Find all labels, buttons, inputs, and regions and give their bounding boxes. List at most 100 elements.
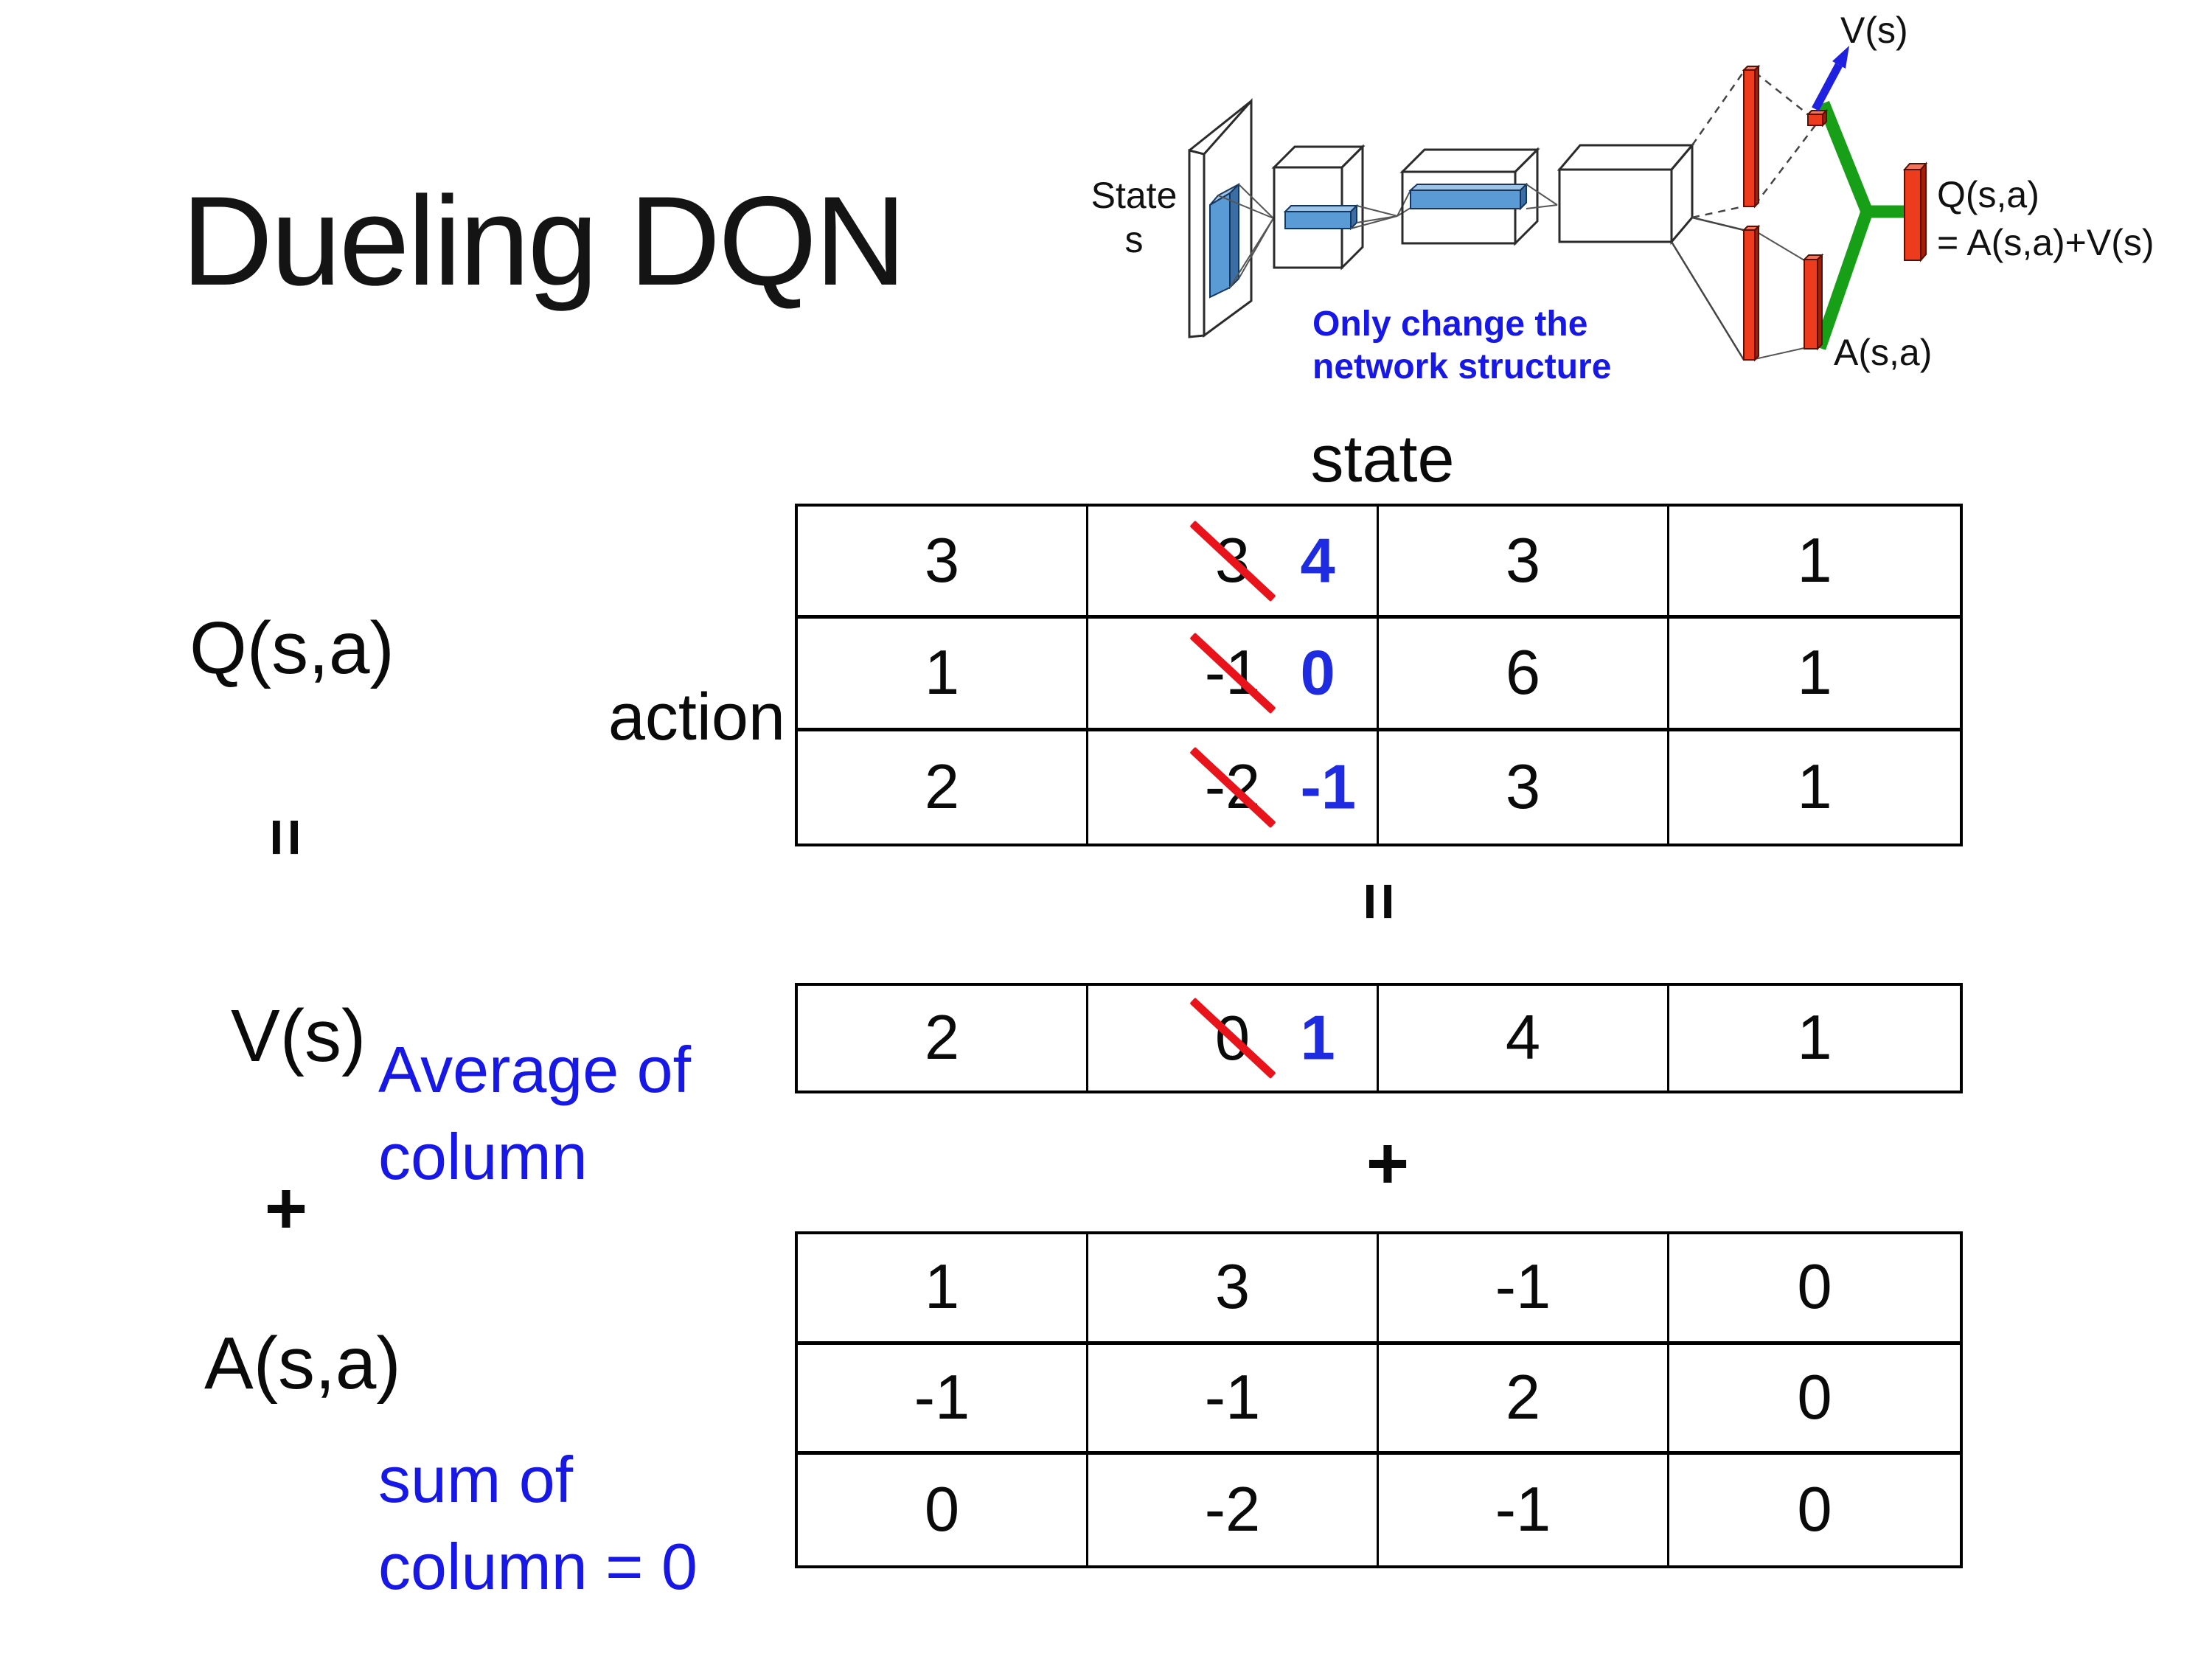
cell-value: 1 (1797, 637, 1832, 708)
cell-value: 1 (924, 1252, 960, 1323)
cell-value: 1 (1797, 751, 1832, 822)
cell-value: -1 (1204, 1362, 1261, 1433)
average-of-column-note: Average of column (378, 1026, 691, 1200)
matrix-cell: 6 (1379, 619, 1669, 731)
matrix-cell: 0 (1669, 1455, 1960, 1565)
matrix-cell: 34 (1088, 507, 1379, 619)
matrix-cell: 4 (1379, 986, 1669, 1091)
matrix-cell: 3 (1379, 731, 1669, 844)
conv-fan-1 (1217, 184, 1274, 288)
cell-value: 1 (924, 637, 960, 708)
aggregation-join (1813, 100, 1906, 350)
conv-fan-3 (1526, 184, 1558, 209)
q-term-label: Q(s,a) (189, 607, 394, 689)
state-input-label: State (1091, 175, 1178, 216)
plus-sign-left: + (264, 1166, 308, 1250)
network-note-line2: network structure (1312, 347, 1611, 386)
matrix-cell: 2 (798, 986, 1088, 1091)
matrix-cell: 0 (798, 1455, 1088, 1565)
cell-value: 2 (924, 1003, 960, 1073)
value-arrow (1812, 46, 1849, 111)
matrix-cell: -10 (1088, 619, 1379, 731)
v-term-label: V(s) (231, 995, 366, 1077)
matrix-cell: -2-1 (1088, 731, 1379, 844)
network-note-line1: Only change the (1312, 305, 1587, 344)
slide-title: Dueling DQN (181, 170, 906, 312)
conv-fan-2 (1350, 189, 1411, 229)
equals-sign-center: = (1341, 881, 1416, 921)
matrix-cell: 1 (1669, 507, 1960, 619)
average-note-line1: Average of (378, 1033, 692, 1106)
matrix-cell: 3 (1088, 1234, 1379, 1345)
matrix-cell: 0 (1669, 1234, 1960, 1345)
cell-value: 2 (1505, 1362, 1541, 1433)
value-node (1806, 108, 1829, 128)
matrix-cell: 1 (1669, 731, 1960, 844)
matrix-cell: 0 (1669, 1345, 1960, 1455)
matrix-cell: 1 (1669, 986, 1960, 1091)
cell-value: -1 (1495, 1475, 1551, 1545)
cell-value: 3 (1214, 1252, 1251, 1323)
v-output-label: V(s) (1840, 10, 1908, 51)
conv-slab-3 (1408, 182, 1528, 211)
cell-value: -1 (1495, 1252, 1551, 1323)
cell-value: 1 (1797, 1003, 1832, 1073)
matrix-cell: 2 (798, 731, 1088, 844)
matrix-cell: 2 (1379, 1344, 1669, 1455)
advantage-stream-lines (1754, 230, 1805, 360)
q-output-label-line2: = A(s,a)+V(s) (1937, 222, 2154, 263)
matrix-cell: -1 (1379, 1455, 1669, 1565)
cell-value: 0 (1797, 1252, 1832, 1323)
stream-split-lines (1670, 71, 1745, 361)
cell-value: 3 (1505, 751, 1541, 822)
matrix-cell: 3 (798, 507, 1088, 619)
cell-value: 3 (924, 525, 960, 596)
state-input-label-s: s (1125, 219, 1144, 260)
cell-value: 4 (1505, 1003, 1541, 1073)
plus-sign-center: + (1366, 1121, 1410, 1205)
matrix-cell: 01 (1088, 986, 1379, 1091)
value-stream-lines (1754, 72, 1816, 206)
cell-value: 6 (1505, 637, 1541, 708)
cell-value: 3 (1505, 525, 1541, 596)
conv-slab-2 (1283, 204, 1359, 231)
matrix-cell: 1 (798, 1234, 1088, 1345)
equals-sign-left: = (248, 817, 322, 857)
sum-note-line1: sum of (378, 1443, 574, 1516)
cell-value: 2 (924, 751, 960, 822)
sum-of-column-note: sum of column = 0 (378, 1436, 698, 1610)
a-output-label: A(s,a) (1834, 332, 1932, 373)
corrected-value: 4 (1300, 526, 1335, 597)
matrix-cell: -2 (1088, 1455, 1379, 1565)
cell-value: 0 (1797, 1475, 1832, 1545)
a-term-label: A(s,a) (204, 1322, 401, 1405)
average-note-line2: column (378, 1120, 588, 1193)
matrix-cell: 1 (1669, 619, 1960, 731)
state-value-row: 2 01 4 1 (795, 983, 1963, 1093)
dueling-network-diagram: State s V(s) Q(s,a) = A(s,a)+V(s) A(s,a)… (1091, 10, 2154, 386)
cell-value: -2 (1204, 1475, 1261, 1545)
cell-value: 1 (1797, 525, 1832, 596)
matrix-cell: -1 (1379, 1234, 1669, 1345)
cell-value: -1 (914, 1362, 970, 1433)
action-axis-label: action (608, 681, 785, 754)
q-output-label-line1: Q(s,a) (1937, 174, 2039, 215)
corrected-value: 1 (1300, 1003, 1335, 1074)
corrected-value: 0 (1300, 638, 1335, 709)
q-output-bar (1902, 161, 1928, 262)
corrected-value: -1 (1300, 752, 1357, 823)
cell-value: 0 (924, 1475, 960, 1545)
advantage-vector-bar (1802, 253, 1824, 351)
matrix-cell: 1 (798, 619, 1088, 731)
advantage-matrix: 1 3 -1 0 -1 -1 2 0 0 -2 -1 0 (795, 1231, 1963, 1568)
cell-value: 0 (1797, 1362, 1832, 1433)
fc-bar-bottom (1742, 224, 1761, 362)
state-axis-label: state (1310, 422, 1455, 496)
fc-bar-top (1742, 64, 1761, 209)
sum-note-line2: column = 0 (378, 1530, 698, 1603)
fc-box-4 (1557, 142, 1695, 246)
matrix-cell: 3 (1379, 507, 1669, 619)
matrix-cell: -1 (798, 1344, 1088, 1455)
